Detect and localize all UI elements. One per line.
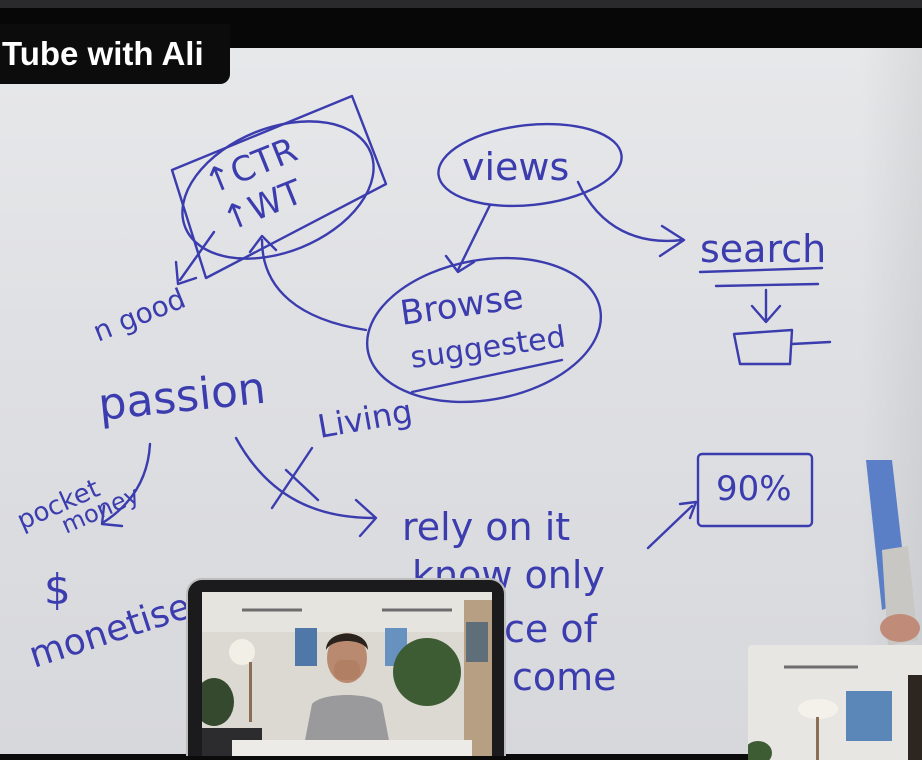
arrow-passion-pocket — [100, 442, 152, 528]
arrow-income-90 — [646, 500, 698, 550]
note-living: Living — [315, 392, 415, 446]
note-ce-of: ce of — [504, 607, 599, 651]
pip-webcam-frame[interactable] — [186, 578, 506, 756]
pip-webcam-scene — [202, 592, 492, 756]
ctr-wt-circle — [181, 120, 375, 260]
window-top-strip — [0, 0, 922, 8]
secondary-video-scene — [748, 645, 922, 760]
search-underline-2 — [714, 282, 820, 288]
arrow-ctr-ngood — [174, 230, 216, 286]
note-rely: rely on it — [402, 505, 570, 549]
suggested-underline — [410, 358, 564, 394]
arrow-views-search — [576, 180, 686, 258]
note-dollar: $ — [44, 565, 71, 614]
search-result-shape — [732, 328, 832, 366]
arc-browse-ctr — [248, 234, 368, 332]
browse-circle — [365, 256, 603, 404]
search-underline-1 — [698, 266, 824, 274]
note-views: views — [462, 145, 569, 189]
pip-secondary-video[interactable] — [748, 645, 922, 760]
note-income: come — [512, 655, 617, 699]
presenter-video — [202, 592, 492, 756]
arrow-search-down — [750, 288, 782, 324]
note-search: search — [700, 227, 826, 271]
arrow-views-browse — [444, 203, 492, 274]
marker-in-hand — [866, 460, 920, 646]
percent-box — [696, 452, 814, 528]
views-circle — [437, 122, 623, 208]
note-browse: Browse — [398, 277, 526, 334]
video-title-tab: Tube with Ali — [0, 24, 230, 84]
note-ngood: n good — [88, 282, 190, 349]
note-percent: 90% — [716, 469, 792, 509]
video-title: Tube with Ali — [2, 35, 204, 72]
cross-mark — [270, 446, 320, 510]
arrow-passion-rely — [234, 436, 378, 538]
note-passion: passion — [96, 363, 268, 431]
